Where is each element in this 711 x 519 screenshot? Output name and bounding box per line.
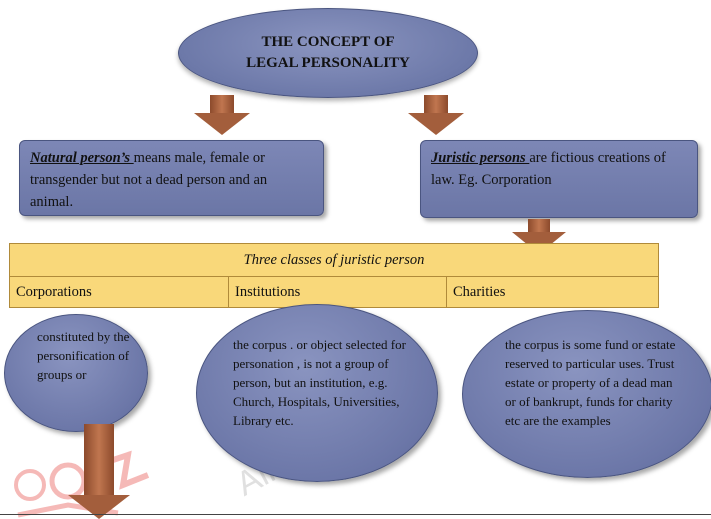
diagram-title: THE CONCEPT OF LEGAL PERSONALITY [246,34,410,71]
charities-description: the corpus is some fund or estate reserv… [505,337,676,428]
juristic-person-definition: are fictious creations of law. Eg. Corpo… [431,150,666,188]
arrow-right-head [408,113,464,135]
juristic-person-term: Juristic persons [431,150,530,166]
charities-oval: the corpus is some fund or estate reserv… [462,310,711,478]
institutions-description: the corpus . or object selected for pers… [233,337,406,428]
arrow-down-shaft [84,424,114,496]
header-charities: Charities [446,276,659,308]
juristic-classes-table: Three classes of juristic person Corpora… [9,243,659,308]
arrow-juristic-shaft [528,219,550,233]
natural-person-term: Natural person’s [30,150,134,166]
arrow-left-shaft [210,95,234,114]
institutions-oval: the corpus . or object selected for pers… [196,304,438,482]
corporations-description: constituted by the personification of gr… [37,329,130,382]
header-corporations: Corporations [9,276,229,308]
arrow-down-head [68,495,130,519]
title-ellipse: THE CONCEPT OF LEGAL PERSONALITY [178,8,478,98]
table-caption: Three classes of juristic person [9,243,659,277]
juristic-person-box: Juristic persons are fictious creations … [420,140,698,218]
arrow-left-head [194,113,250,135]
arrow-right-shaft [424,95,448,114]
natural-person-definition: means male, female or transgender but no… [30,150,268,210]
bottom-rule [0,514,711,515]
natural-person-box: Natural person’s means male, female or t… [19,140,324,216]
corporations-oval: constituted by the personification of gr… [4,314,148,432]
header-institutions: Institutions [228,276,447,308]
